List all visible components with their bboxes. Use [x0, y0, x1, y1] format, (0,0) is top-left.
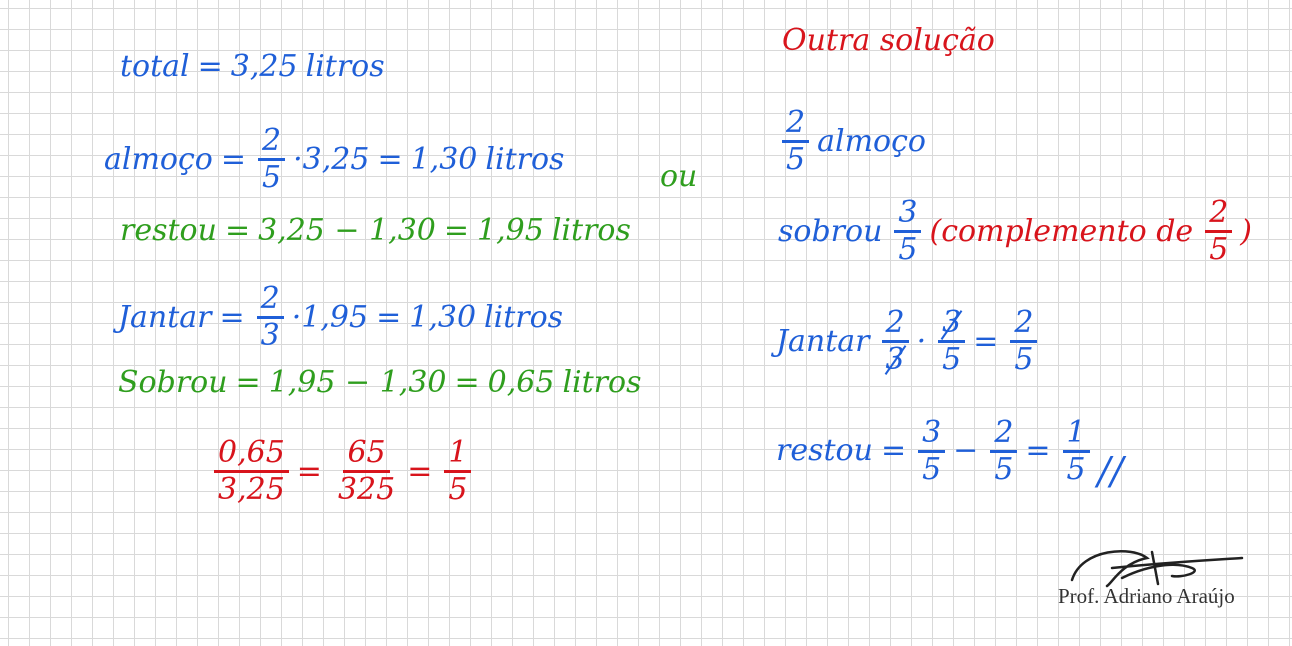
complement-fraction: 2 5	[1205, 198, 1233, 265]
jantar-value: 1,30	[409, 299, 477, 335]
ratio-fraction-1: 0,65 3,25	[214, 438, 289, 505]
sobrou-label: Sobrou	[118, 365, 228, 400]
restou-line: restou = 3,25 − 1,30 = 1,95 litros	[120, 213, 631, 248]
alt-restou-result: 1 5	[1062, 417, 1090, 485]
almoco-fraction: 2 5	[258, 126, 286, 193]
jantar-label: Jantar	[118, 299, 212, 335]
jantar-fraction: 2 3	[256, 284, 284, 351]
final-mark: //	[1097, 449, 1124, 493]
total-label: total	[120, 49, 190, 84]
jantar-line: Jantar = 2 3 ·1,95 = 1,30 litros	[118, 281, 564, 353]
restou-label: restou	[120, 213, 217, 248]
alt-restou-label: restou	[776, 433, 873, 468]
signature-scribble-icon	[1070, 549, 1244, 588]
sobrou-value: 0,65	[487, 365, 555, 400]
alt-jantar-result: 2 5	[1010, 308, 1038, 375]
total-value: 3,25	[230, 49, 298, 84]
ratio-line: 0,65 3,25 = 65 325 = 1 5	[210, 438, 479, 505]
almoco-label: almoço	[104, 141, 213, 177]
alt-sobrou-line: sobrou 3 5 (complemento de 2 5 )	[778, 195, 1252, 267]
signature-name: Prof. Adriano Araújo	[1058, 584, 1235, 608]
alt-solution-title: Outra solução	[782, 23, 995, 58]
alt-restou-fraction-2: 2 5	[990, 417, 1018, 485]
alt-restou-line: restou = 3 5 − 2 5 = 1 5 //	[776, 414, 1124, 493]
alt-almoco-line: 2 5 almoço	[778, 108, 934, 175]
alt-almoco-fraction: 2 5	[782, 108, 810, 175]
ratio-fraction-2: 65 325	[337, 435, 396, 507]
alt-jantar-label: Jantar	[776, 323, 870, 359]
ou-text: ou	[660, 159, 698, 194]
alt-jantar-line: Jantar 2 3 · 3 5 = 2 5	[776, 308, 1045, 375]
almoco-line: almoço = 2 5 ·3,25 = 1,30 litros	[104, 123, 565, 195]
almoco-value: 1,30	[410, 141, 478, 177]
alt-jantar-fraction-2: 3 5	[938, 308, 966, 375]
restou-value: 1,95	[477, 213, 544, 248]
alt-restou-fraction-1: 3 5	[918, 417, 946, 485]
signature-block: Prof. Adriano Araújo	[1052, 538, 1272, 610]
complement-note: (complemento de	[929, 213, 1194, 249]
alt-sobrou-label: sobrou	[778, 213, 883, 249]
alt-sobrou-fraction: 3 5	[894, 198, 922, 265]
ratio-fraction-3: 1 5	[444, 438, 472, 505]
sobrou-line: Sobrou = 1,95 − 1,30 = 0,65 litros	[118, 365, 642, 400]
alt-jantar-fraction-1: 2 3	[881, 308, 909, 375]
total-line: total = 3,25 litros	[120, 49, 385, 84]
